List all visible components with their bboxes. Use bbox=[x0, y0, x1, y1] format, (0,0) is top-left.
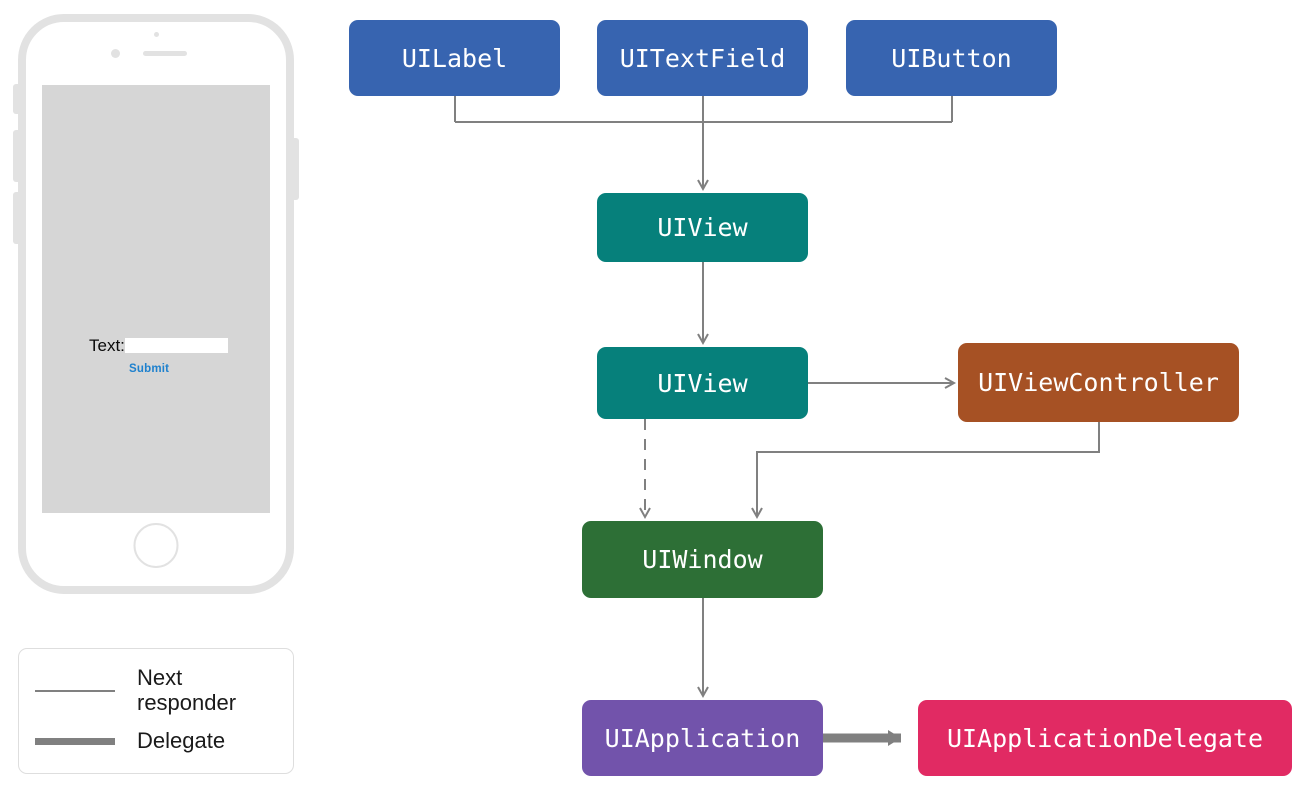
node-uibutton[interactable]: UIButton bbox=[846, 20, 1057, 96]
node-label: UIApplication bbox=[604, 723, 801, 753]
phone-volume-down-button[interactable] bbox=[13, 192, 19, 244]
legend-label-delegate: Delegate bbox=[137, 728, 226, 753]
phone-home-button[interactable] bbox=[133, 523, 179, 568]
phone-earpiece-speaker-icon bbox=[143, 51, 187, 56]
phone-proximity-sensor-icon bbox=[154, 32, 159, 37]
edge-uiviewcontroller-to-uiwindow bbox=[751, 422, 1100, 520]
node-uiapplication[interactable]: UIApplication bbox=[582, 700, 823, 776]
phone-power-button[interactable] bbox=[293, 138, 299, 200]
text-field-label: Text: bbox=[89, 336, 125, 355]
iphone-mockup: Text: Submit bbox=[13, 14, 299, 594]
node-uiapplicationdelegate[interactable]: UIApplicationDelegate bbox=[918, 700, 1292, 776]
delegate-line-swatch bbox=[35, 737, 115, 745]
node-uiviewcontroller[interactable]: UIViewController bbox=[958, 343, 1239, 422]
node-label: UIApplicationDelegate bbox=[946, 723, 1264, 753]
node-uitextfield[interactable]: UITextField bbox=[597, 20, 808, 96]
node-uiview-bottom[interactable]: UIView bbox=[597, 347, 808, 419]
text-input-field[interactable] bbox=[124, 338, 228, 353]
text-field-row: Text: bbox=[89, 337, 228, 354]
next-responder-line-swatch bbox=[35, 689, 115, 692]
phone-front-camera-icon bbox=[111, 49, 120, 58]
node-label: UIView bbox=[657, 213, 748, 242]
node-uiview-top[interactable]: UIView bbox=[597, 193, 808, 262]
node-label: UILabel bbox=[401, 43, 508, 73]
node-label: UITextField bbox=[619, 43, 786, 73]
submit-button[interactable]: Submit bbox=[129, 363, 170, 375]
node-uiwindow[interactable]: UIWindow bbox=[582, 521, 823, 598]
node-label: UIWindow bbox=[642, 545, 763, 574]
node-label: UIButton bbox=[891, 43, 1012, 73]
node-uilabel[interactable]: UILabel bbox=[349, 20, 560, 96]
phone-screen: Text: Submit bbox=[42, 85, 270, 513]
node-label: UIView bbox=[657, 368, 748, 398]
node-label: UIViewController bbox=[978, 368, 1219, 397]
legend-item-delegate: Delegate bbox=[35, 728, 226, 754]
phone-silent-switch[interactable] bbox=[13, 84, 19, 114]
phone-volume-up-button[interactable] bbox=[13, 130, 19, 182]
